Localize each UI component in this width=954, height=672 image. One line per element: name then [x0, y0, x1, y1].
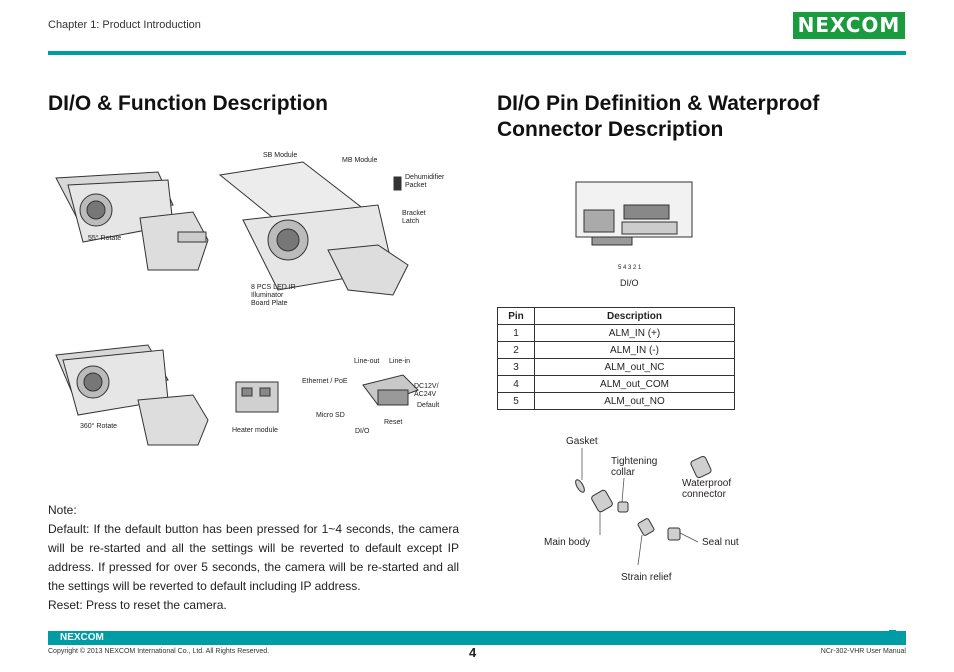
pin-number: 5 — [497, 392, 535, 410]
footer-logo: NEXCOM — [60, 632, 104, 643]
label-dc12v: DC12V/ AC24V — [414, 383, 439, 398]
label-ethernet: Ethernet / PoE — [302, 378, 348, 385]
io-board-figure — [362, 374, 419, 406]
camera-55-rotate-figure — [55, 171, 209, 271]
dio-label: DI/O — [620, 278, 639, 288]
camera-360-rotate-figure — [55, 344, 209, 446]
label-main-body: Main body — [544, 537, 591, 548]
pin-title-line2: Connector Description — [497, 118, 724, 141]
pin-title-line1: DI/O Pin Definition & Waterproof — [497, 92, 820, 115]
label-default: Default — [417, 402, 440, 409]
pin-description: ALM_IN (+) — [534, 324, 735, 342]
pin-col-header: Pin — [497, 307, 535, 325]
note-reset: Reset: Press to reset the camera. — [48, 598, 227, 612]
waterproof-connector-figure — [575, 448, 712, 566]
label-heater-module: Heater module — [232, 427, 278, 434]
pin-description: ALM_out_NO — [534, 392, 735, 410]
logo-text: NEXCOM — [797, 13, 901, 37]
note-default: Default: If the default button has been … — [48, 522, 459, 593]
label-mb-module: MB Module — [342, 157, 378, 164]
label-sb-module: SB Module — [263, 152, 298, 159]
heater-module-figure — [235, 381, 279, 413]
camera-open-figure — [218, 161, 409, 296]
pin-description: ALM_out_NC — [534, 358, 735, 376]
nexcom-logo: NEXCOM — [793, 12, 905, 39]
label-360-rotate: 360° Rotate — [80, 423, 118, 430]
pin-number: 1 — [497, 324, 535, 342]
table-row: 2 ALM_IN (-) — [497, 341, 735, 359]
footer-square-1 — [889, 630, 896, 637]
label-microsd: Micro SD — [316, 412, 345, 419]
pin-description: ALM_IN (-) — [534, 341, 735, 359]
pin-table: Pin Description 1 ALM_IN (+) 2 ALM_IN (-… — [497, 307, 735, 410]
label-line-in: Line-in — [389, 358, 411, 365]
note-block: Note: Default: If the default button has… — [48, 501, 459, 615]
header-rule — [48, 51, 906, 55]
label-waterproof-connector: Waterproof connector — [682, 478, 732, 500]
label-led-ir: 8 PCS LED IR Illuminator Board Plate — [251, 284, 296, 307]
label-line-out: Line-out — [354, 358, 380, 365]
pin-table-header: Pin Description — [497, 307, 735, 325]
label-bracket-latch: Bracket Latch — [402, 210, 426, 225]
table-row: 1 ALM_IN (+) — [497, 324, 735, 342]
pin-number: 3 — [497, 358, 535, 376]
dio-board-figure — [575, 181, 693, 246]
label-dehumidifier: Dehumidifier Packet — [405, 174, 445, 189]
label-dio: DI/O — [355, 428, 370, 435]
footer-bar — [48, 631, 906, 645]
note-heading: Note: — [48, 503, 77, 517]
table-row: 5 ALM_out_NO — [497, 392, 735, 410]
copyright: Copyright © 2013 NEXCOM International Co… — [48, 648, 270, 655]
label-tightening-collar: Tightening collar — [611, 456, 658, 478]
chapter-heading: Chapter 1: Product Introduction — [48, 19, 201, 31]
table-row: 3 ALM_out_NC — [497, 358, 735, 376]
table-row: 4 ALM_out_COM — [497, 375, 735, 393]
label-gasket: Gasket — [566, 436, 598, 447]
camera-illustrations — [55, 161, 419, 446]
pin-number: 2 — [497, 341, 535, 359]
pin-description: ALM_out_COM — [534, 375, 735, 393]
footer-square-2 — [898, 638, 905, 645]
function-title: DI/O & Function Description — [48, 92, 329, 115]
page-number: 4 — [469, 645, 477, 660]
label-strain-relief: Strain relief — [621, 572, 672, 583]
label-reset: Reset — [384, 419, 403, 426]
pin-numbers: 5 4 3 2 1 — [618, 265, 642, 271]
label-55-rotate: 55° Rotate — [88, 235, 122, 242]
pin-number: 4 — [497, 375, 535, 393]
description-col-header: Description — [534, 307, 735, 325]
label-seal-nut: Seal nut — [702, 537, 739, 548]
manual-name: NCr-302-VHR User Manual — [820, 648, 906, 655]
